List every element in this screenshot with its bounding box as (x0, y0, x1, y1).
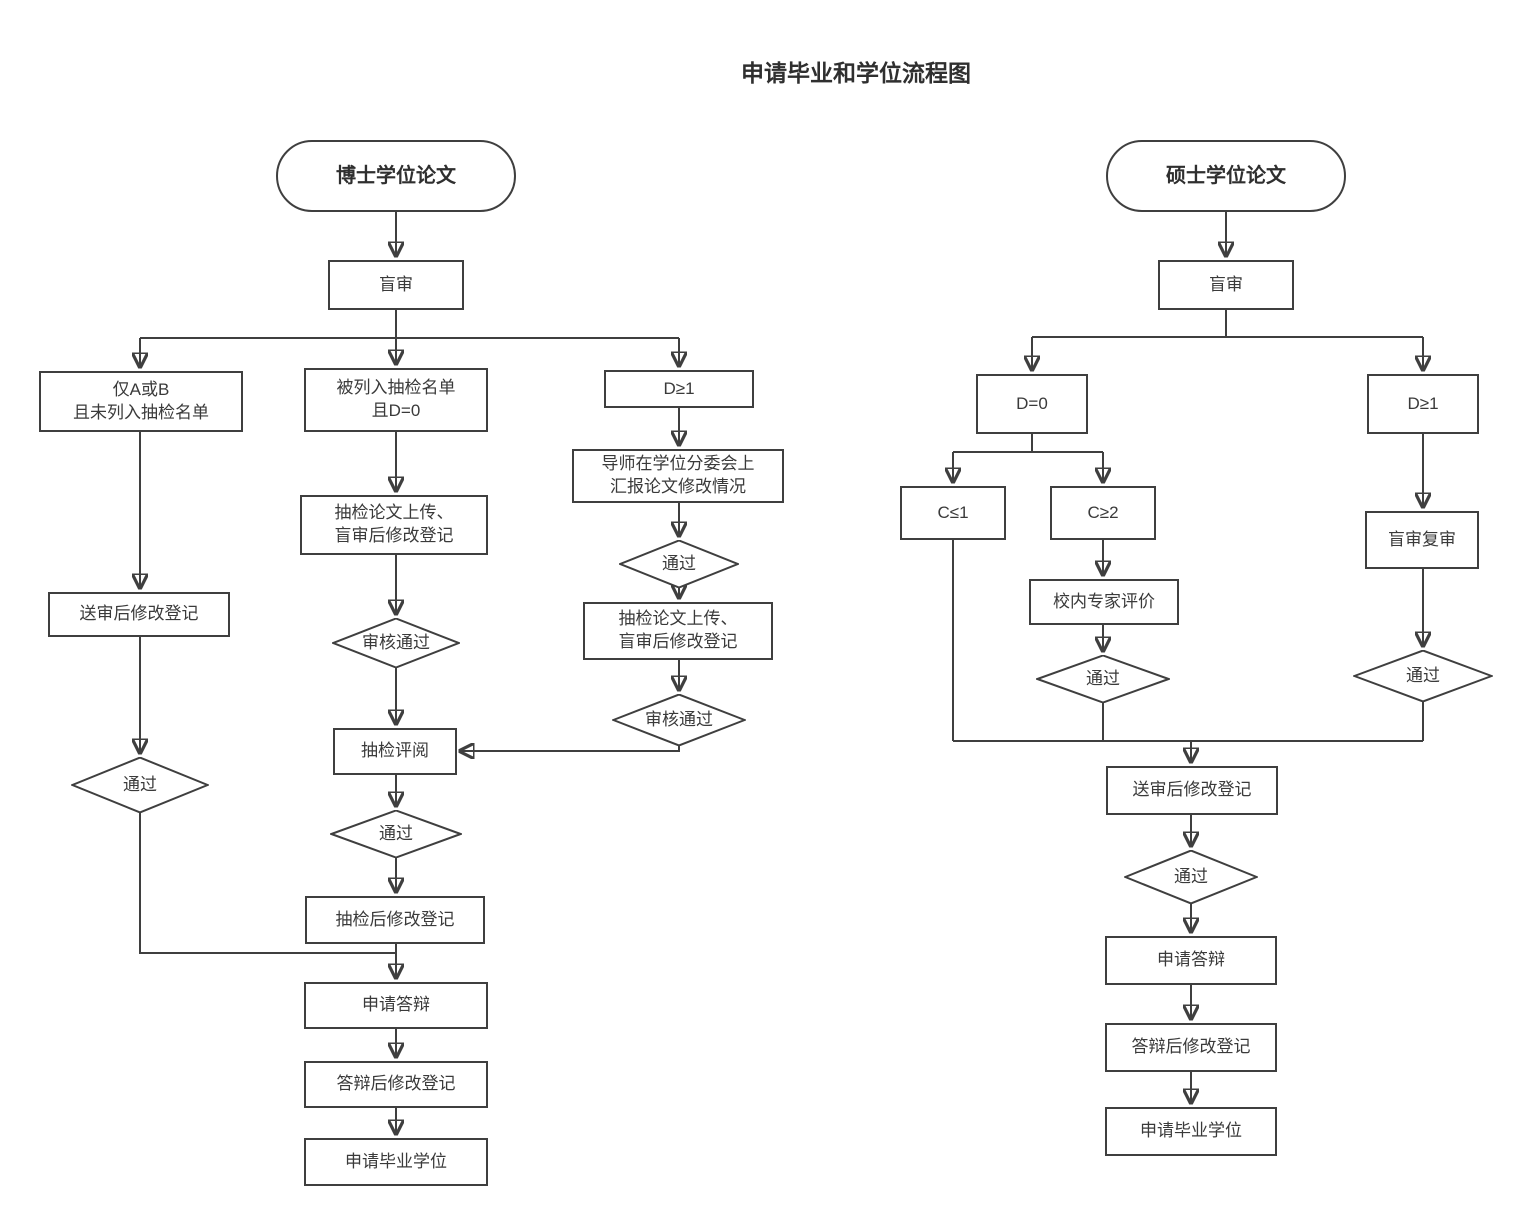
node-label: 审核通过 (645, 709, 713, 729)
node-label: 通过 (123, 774, 157, 794)
diamond-shape (1124, 850, 1258, 904)
node-upload-after-blind-right: 抽检论文上传、 盲审后修改登记 (583, 602, 773, 660)
node-doctoral-thesis-start: 博士学位论文 (276, 140, 516, 212)
decision-check-pass-mid: 审核通过 (332, 618, 460, 668)
node-internal-expert-evaluation: 校内专家评价 (1029, 579, 1179, 625)
node-c-le-1: C≤1 (900, 486, 1006, 540)
node-label: 答辩后修改登记 (1131, 1037, 1251, 1057)
node-label: 盲审复审 (1388, 529, 1456, 549)
node-post-review-registration-doctoral: 送审后修改登记 (48, 592, 230, 637)
node-apply-degree-master: 申请毕业学位 (1105, 1107, 1277, 1156)
node-label: 抽检论文上传、 盲审后修改登记 (334, 503, 454, 545)
node-post-spotcheck-registration: 抽检后修改登记 (305, 896, 485, 944)
node-label: 盲审 (379, 274, 413, 294)
node-label: 硕士学位论文 (1166, 164, 1286, 187)
node-label: 抽检论文上传、 盲审后修改登记 (618, 609, 738, 651)
node-label: 申请毕业学位 (345, 1151, 447, 1171)
node-d-ge-1-doctoral: D≥1 (604, 370, 754, 408)
node-label: 导师在学位分委会上 汇报论文修改情况 (601, 454, 755, 496)
decision-pass-expert: 通过 (1036, 655, 1170, 703)
node-supervisor-report: 导师在学位分委会上 汇报论文修改情况 (572, 449, 784, 503)
node-label: 送审后修改登记 (1132, 780, 1252, 800)
node-d-eq-0: D=0 (976, 374, 1088, 434)
decision-pass-mid: 通过 (330, 810, 462, 858)
decision-check-pass-right: 审核通过 (612, 694, 746, 746)
edge-check-right-to-eval (461, 746, 680, 751)
node-label: 通过 (1406, 665, 1440, 685)
node-label: 盲审 (1209, 274, 1243, 294)
node-blind-review-master: 盲审 (1158, 260, 1294, 310)
node-d-ge-1-master: D≥1 (1367, 374, 1479, 434)
node-blind-review-recheck: 盲审复审 (1365, 511, 1479, 569)
diamond-shape (1353, 650, 1493, 702)
node-c-ge-2: C≥2 (1050, 486, 1156, 540)
node-apply-defense-master: 申请答辩 (1105, 936, 1277, 985)
diagram-title: 申请毕业和学位流程图 (741, 60, 971, 86)
node-label: D≥1 (1407, 393, 1439, 413)
node-post-review-registration-master: 送审后修改登记 (1106, 766, 1278, 815)
node-label: D=0 (1016, 393, 1048, 413)
node-apply-defense-doctoral: 申请答辩 (304, 982, 488, 1029)
node-master-thesis-start: 硕士学位论文 (1106, 140, 1346, 212)
diamond-shape (612, 694, 746, 746)
node-label: 申请答辩 (362, 995, 430, 1015)
node-label: 博士学位论文 (336, 164, 456, 187)
node-label: 抽检后修改登记 (335, 909, 455, 929)
decision-pass-supervisor: 通过 (619, 540, 739, 588)
node-post-defense-registration-master: 答辩后修改登记 (1105, 1023, 1277, 1072)
diamond-shape (1036, 655, 1170, 703)
node-label: 申请毕业学位 (1140, 1121, 1242, 1141)
node-label: 答辩后修改登记 (336, 1074, 456, 1094)
decision-pass-master: 通过 (1124, 850, 1258, 904)
node-label: D≥1 (663, 378, 695, 398)
node-only-a-or-b: 仅A或B 且未列入抽检名单 (39, 371, 243, 432)
node-label: 被列入抽检名单 且D=0 (336, 378, 456, 420)
diamond-shape (619, 540, 739, 588)
node-post-defense-registration-doctoral: 答辩后修改登记 (304, 1061, 488, 1108)
diamond-shape (330, 810, 462, 858)
edge-pass-left-merge (139, 813, 396, 954)
diamond-shape (332, 618, 460, 668)
node-label: 通过 (1174, 866, 1208, 886)
node-label: 送审后修改登记 (79, 604, 199, 624)
node-label: 通过 (379, 823, 413, 843)
node-spot-check-review: 抽检评阅 (333, 728, 457, 775)
node-label: C≤1 (937, 502, 969, 522)
node-label: 抽检评阅 (361, 741, 429, 761)
decision-pass-recheck: 通过 (1353, 650, 1493, 702)
node-label: 校内专家评价 (1053, 591, 1155, 611)
node-label: 仅A或B 且未列入抽检名单 (73, 379, 209, 422)
node-label: 通过 (662, 553, 696, 573)
node-apply-degree-doctoral: 申请毕业学位 (304, 1138, 488, 1186)
node-label: 通过 (1086, 668, 1120, 688)
node-label: 申请答辩 (1157, 950, 1225, 970)
node-label: 审核通过 (362, 632, 430, 652)
decision-pass-left: 通过 (71, 757, 209, 813)
diamond-shape (71, 757, 209, 813)
node-listed-and-d0: 被列入抽检名单 且D=0 (304, 368, 488, 432)
node-upload-after-blind-mid: 抽检论文上传、 盲审后修改登记 (300, 495, 488, 555)
node-label: C≥2 (1087, 502, 1119, 522)
node-blind-review-doctoral: 盲审 (328, 260, 464, 310)
